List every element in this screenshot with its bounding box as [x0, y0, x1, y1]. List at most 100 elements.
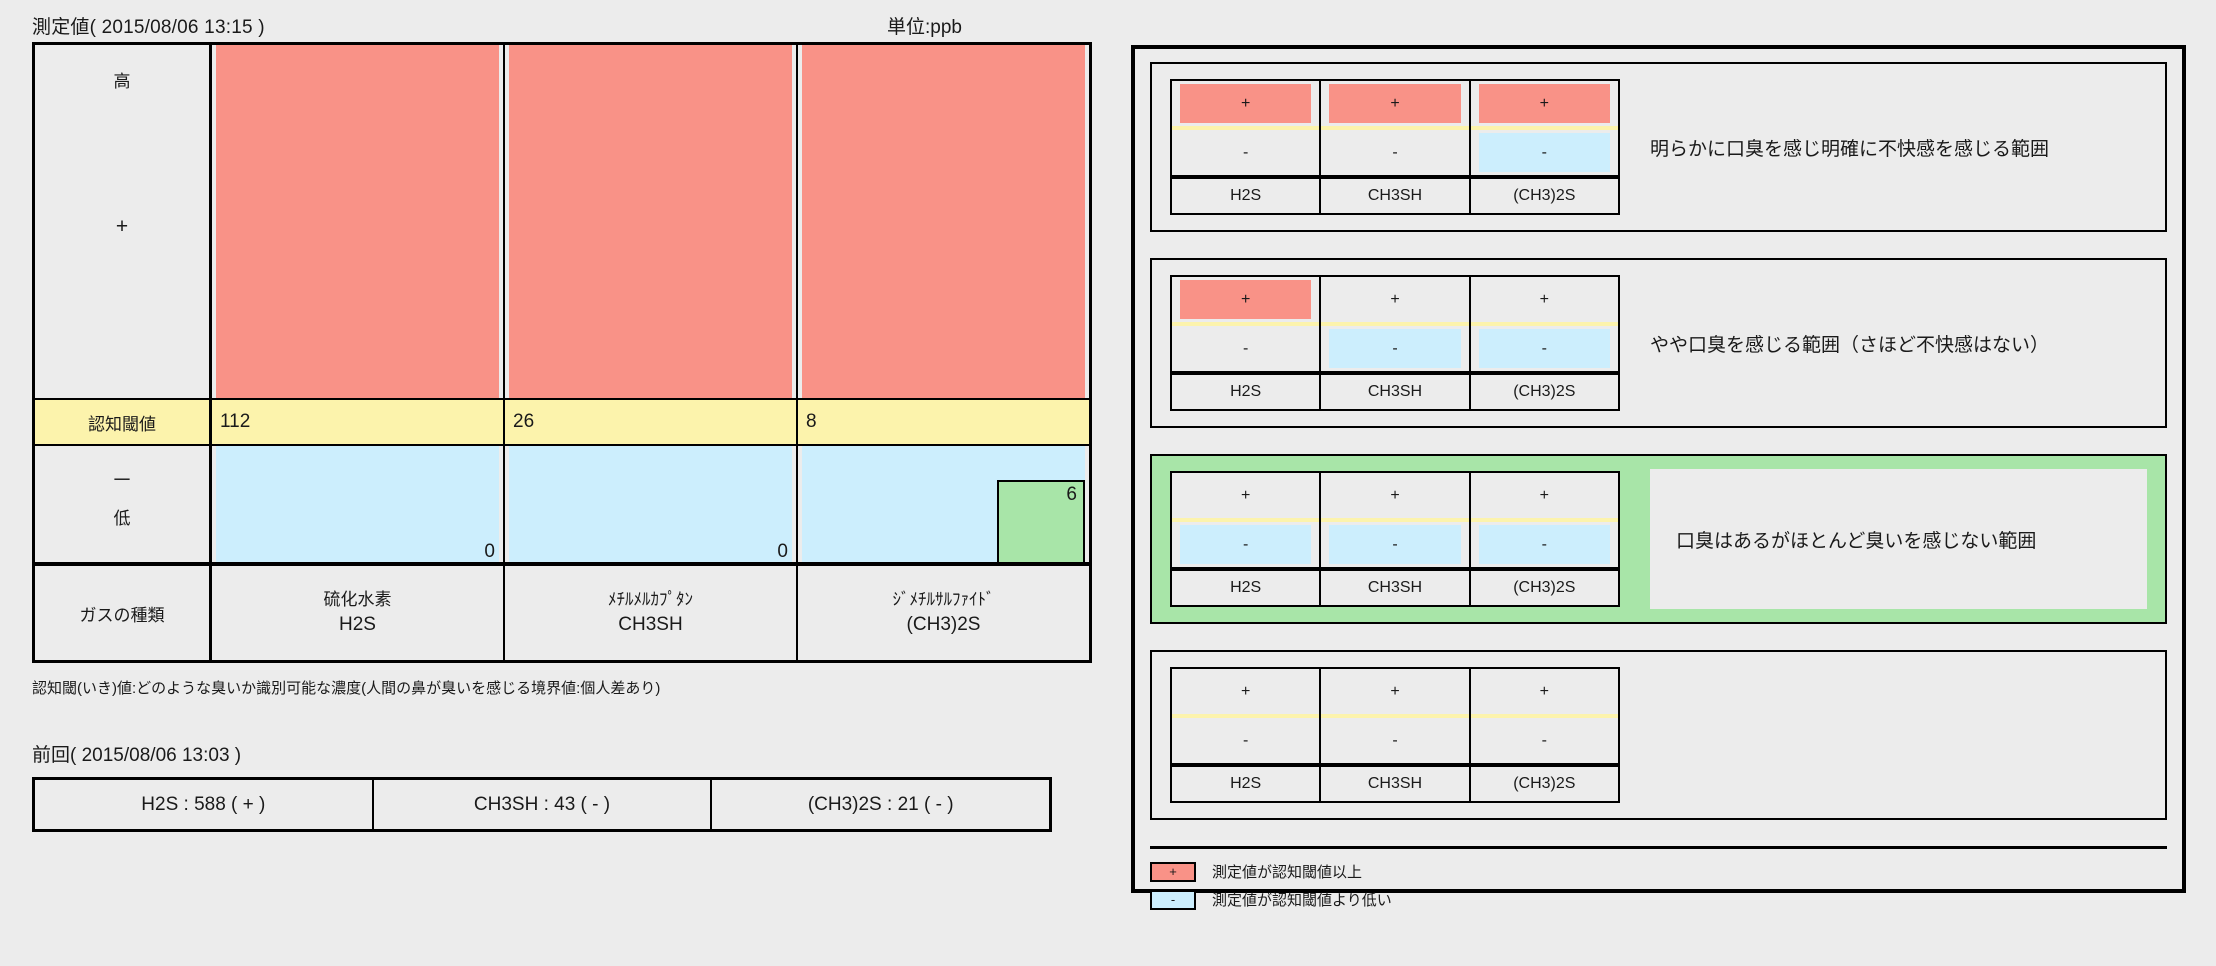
panel-gas-column-ch32s: +-(CH3)2S [1470, 81, 1618, 213]
below-fill: 6 [802, 446, 1085, 562]
panel-threshold-line [1321, 126, 1469, 130]
panel-minus-marker: - [1329, 525, 1461, 564]
previous-cell-ch32s: (CH3)2S : 21 ( - ) [807, 793, 954, 815]
previous-results-table: H2S : 588 ( + ) CH3SH : 43 ( - ) (CH3)2S… [32, 777, 1052, 832]
panel-plus-marker: + [1240, 486, 1251, 504]
panel-gas-column-ch32s: + -(CH3)2S [1470, 473, 1618, 605]
panel-minus-cell: - [1172, 326, 1319, 371]
panel-plus-cell: + [1321, 81, 1468, 126]
panel-minus-cell: - [1172, 130, 1319, 175]
chart-body: 高 + 認知閾値 － 低 112 [35, 45, 1089, 562]
panel-gas-column-h2s: + -H2S [1172, 473, 1322, 605]
panel-plus-marker: + [1240, 682, 1251, 700]
below-fill: 0 [509, 446, 792, 562]
panel-gas-label: (CH3)2S [1470, 567, 1618, 605]
panel-minus-marker: - [1243, 339, 1249, 357]
panel-minus-marker: - [1243, 143, 1249, 161]
panel-gas-column-ch32s: + -(CH3)2S [1470, 277, 1618, 409]
legend-text-above: 測定値が認知閾値以上 [1212, 864, 1363, 881]
panel-gas-table: +-H2S+-CH3SH+-(CH3)2S [1170, 79, 1620, 215]
panel-minus-marker: - [1180, 525, 1312, 564]
panel-plus-cell: + [1471, 277, 1618, 322]
panel-minus-cell: - [1321, 522, 1468, 567]
panel-plus-marker: + [1478, 84, 1610, 123]
chart-footer: ガスの種類 硫化水素 H2S ﾒﾁﾙﾒﾙｶﾌﾟﾀﾝ CH3SH ｼﾞﾒﾁﾙｻﾙﾌ… [35, 562, 1089, 660]
panel-gas-column-ch3sh: + - CH3SH [1321, 669, 1471, 801]
panel-gas-label: CH3SH [1321, 371, 1469, 409]
panel-minus-marker: - [1329, 329, 1461, 368]
axis-plus-symbol: + [115, 215, 129, 238]
legend-row-below: - 測定値が認知閾値より低い [1150, 889, 2167, 910]
gas-type-label: ガスの種類 [35, 566, 212, 660]
above-fill [216, 45, 499, 398]
panel-plus-cell: + [1172, 669, 1319, 714]
panel-gas-label: (CH3)2S [1470, 371, 1618, 409]
panel-minus-cell: - [1172, 522, 1319, 567]
panel-minus-cell: - [1471, 326, 1618, 371]
panel-gas-column-ch3sh: + -CH3SH [1321, 277, 1471, 409]
axis-high-label: 高 [113, 72, 131, 91]
axis-high-region: 高 + [35, 45, 209, 398]
measurement-header: 測定値( 2015/08/06 13:15 ) 単位:ppb [32, 10, 1092, 42]
panel-minus-marker: - [1541, 731, 1547, 749]
panel-plus-cell: + [1172, 81, 1319, 126]
panel-threshold-line [1470, 322, 1618, 326]
panel-plus-marker: + [1539, 486, 1549, 504]
measured-value-ch32s: 6 [1066, 484, 1077, 505]
threshold-note: 認知閾(いき)値:どのような臭いか識別可能な濃度(人間の鼻が臭いを感じる境界値:… [32, 680, 661, 697]
legend: + 測定値が認知閾値以上 - 測定値が認知閾値より低い [1150, 846, 2167, 910]
panel-threshold-line [1470, 126, 1618, 130]
panel-plus-cell: + [1321, 669, 1468, 714]
panel-minus-marker: - [1478, 525, 1610, 564]
panel-threshold-line [1321, 518, 1469, 522]
column-ch3sh-below: 0 [505, 446, 798, 562]
panel-minus-cell: - [1471, 718, 1618, 763]
previous-cell-h2s: H2S : 588 ( + ) [35, 780, 374, 829]
panel-plus-marker: + [1180, 84, 1312, 123]
panel-minus-marker: - [1392, 731, 1398, 749]
panel-plus-marker: + [1180, 280, 1312, 319]
panel-plus-marker: + [1539, 290, 1549, 308]
panel-gas-label: H2S [1172, 371, 1320, 409]
panel-threshold-line [1172, 126, 1320, 130]
panel-minus-cell: - [1321, 130, 1468, 175]
above-fill [509, 45, 792, 398]
panel-gas-label: CH3SH [1321, 763, 1469, 801]
panel-gas-label: CH3SH [1321, 175, 1469, 213]
panel-plus-cell: + [1321, 473, 1468, 518]
column-ch3sh-above [505, 45, 798, 398]
panel-plus-marker: + [1390, 290, 1400, 308]
gas-name-jp: ｼﾞﾒﾁﾙｻﾙﾌｧｲﾄﾞ [892, 590, 995, 610]
unit-label: 単位:ppb [887, 17, 962, 38]
measured-bar-ch32s: 6 [997, 480, 1085, 562]
gas-name-jp: ﾒﾁﾙﾒﾙｶﾌﾟﾀﾝ [608, 590, 693, 610]
panel-description: 口臭はあるがほとんど臭いを感じない範囲 [1650, 469, 2147, 609]
panel-gas-column-h2s: + - H2S [1172, 81, 1322, 213]
panel-threshold-line [1172, 322, 1320, 326]
measurement-section: 測定値( 2015/08/06 13:15 ) 単位:ppb 高 + 認知閾値 … [32, 10, 1092, 832]
above-fill [802, 45, 1085, 398]
panel-plus-marker: + [1329, 84, 1461, 123]
panel-threshold-line [1172, 518, 1320, 522]
panel-minus-cell: - [1172, 718, 1319, 763]
panel-gas-label: H2S [1172, 175, 1320, 213]
column-h2s-below: 0 [212, 446, 505, 562]
gas-cell-h2s: 硫化水素 H2S [212, 566, 505, 660]
gas-formula: CH3SH [618, 613, 683, 635]
gas-cell-ch3sh: ﾒﾁﾙﾒﾙｶﾌﾟﾀﾝ CH3SH [505, 566, 798, 660]
panel-plus-marker: + [1390, 682, 1400, 700]
threshold-value-ch32s: 8 [806, 411, 817, 432]
panel-plus-marker: + [1539, 682, 1549, 700]
panel-gas-label: H2S [1172, 567, 1320, 605]
interpretation-panel-4: +-H2S+-CH3SH+-(CH3)2S [1150, 650, 2167, 820]
below-threshold-band: 0 0 6 [212, 446, 1089, 562]
panel-gas-column-ch32s: +-(CH3)2S [1470, 669, 1618, 801]
legend-row-above: + 測定値が認知閾値以上 [1150, 861, 2167, 882]
panel-description: 明らかに口臭を感じ明確に不快感を感じる範囲 [1650, 138, 2050, 160]
axis-minus-symbol: － [111, 469, 133, 492]
